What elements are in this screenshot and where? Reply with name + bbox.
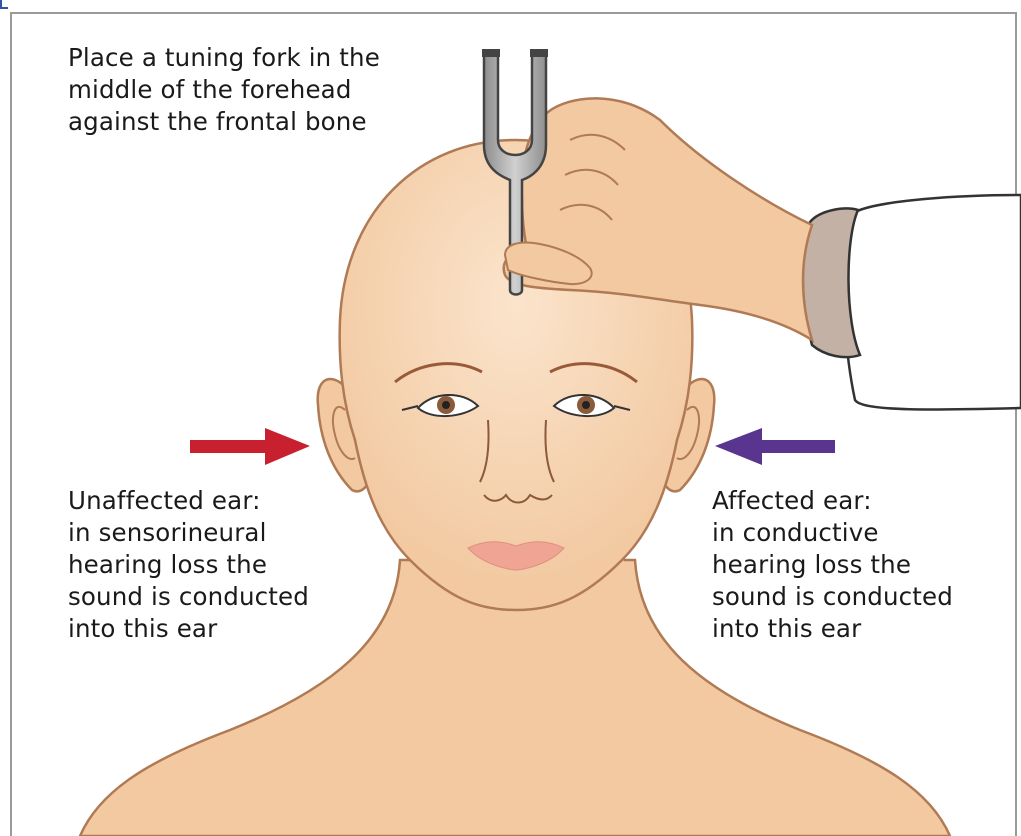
unaffected-ear-caption: Unaffected ear: in sensorineural hearing…: [68, 485, 388, 645]
right-pupil: [582, 401, 590, 409]
coat-sleeve: [844, 195, 1021, 410]
fork-tine-cap-right: [530, 49, 548, 57]
instruction-text: Place a tuning fork in the middle of the…: [68, 42, 488, 138]
purple-arrow: [715, 428, 835, 465]
affected-ear-caption: Affected ear: in conductive hearing loss…: [712, 485, 1012, 645]
left-pupil: [442, 401, 450, 409]
red-arrow: [190, 428, 310, 465]
